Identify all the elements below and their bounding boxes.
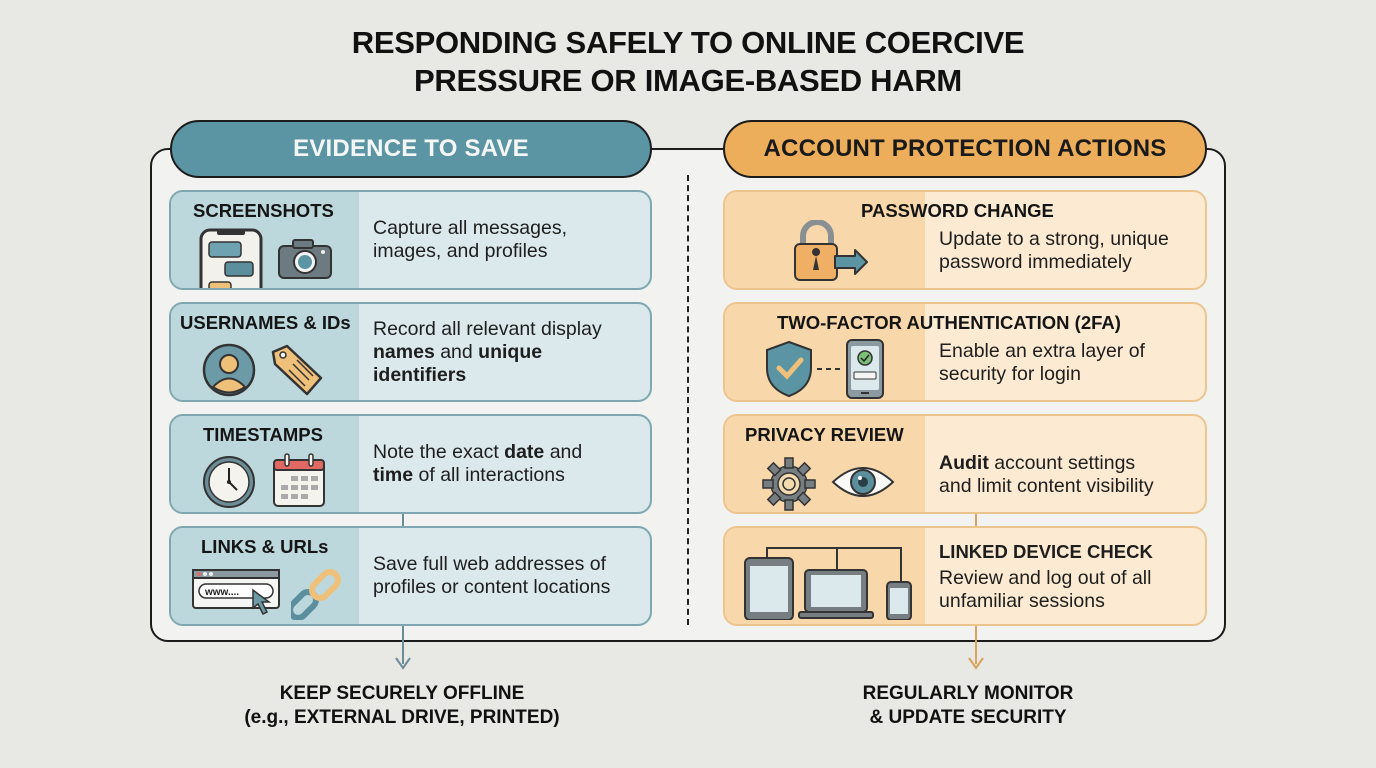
- icon-panel: SCREENSHOTS: [171, 192, 359, 288]
- card-privacy-review: PRIVACY REVIEW Audit account settings an…: [723, 414, 1207, 514]
- column-divider: [687, 175, 689, 625]
- card-text-line: Update to a strong, unique: [939, 228, 1169, 250]
- icon-panel: [725, 528, 925, 624]
- text-span: and: [434, 340, 479, 363]
- card-text-line: Audit account settings: [939, 452, 1205, 475]
- card-text-line: time of all interactions: [373, 464, 650, 487]
- page-title: RESPONDING SAFELY TO ONLINE COERCIVE PRE…: [0, 24, 1376, 100]
- protection-footer: REGULARLY MONITOR & UPDATE SECURITY: [818, 682, 1118, 730]
- card-linked-devices: LINKED DEVICE CHECK Review and log out o…: [723, 526, 1207, 626]
- card-text-line: Save full web addresses of: [373, 553, 607, 575]
- footer-line: (e.g., EXTERNAL DRIVE, PRINTED): [244, 707, 560, 728]
- camera-icon: [278, 239, 332, 279]
- evidence-footer: KEEP SECURELY OFFLINE (e.g., EXTERNAL DR…: [222, 682, 582, 730]
- header-connector: [650, 148, 725, 150]
- icon-panel: TIMESTAMPS: [171, 416, 359, 512]
- card-text-line: Record all relevant display: [373, 317, 602, 340]
- card-text: Enable an extra layer of security for lo…: [925, 304, 1205, 400]
- tag-icon: [271, 344, 323, 396]
- clock-icon: [203, 456, 255, 508]
- connector: [402, 512, 404, 528]
- card-text: Note the exact date and time of all inte…: [359, 416, 650, 512]
- card-text-line: password immediately: [939, 251, 1132, 273]
- card-heading: PASSWORD CHANGE: [861, 200, 1054, 221]
- card-text: Record all relevant display names and un…: [359, 304, 650, 400]
- card-text-line: Enable an extra layer of: [939, 340, 1145, 362]
- card-password-change: PASSWORD CHANGE Update to a strong, uniq…: [723, 190, 1207, 290]
- card-heading: PRIVACY REVIEW: [745, 424, 904, 445]
- card-text-line: Review and log out of all: [939, 566, 1152, 589]
- card-text-line: unfamiliar sessions: [939, 589, 1105, 612]
- connector: [975, 512, 977, 528]
- text-span: Note the exact: [373, 441, 505, 463]
- card-text: Audit account settings and limit content…: [925, 416, 1205, 512]
- calendar-icon: [273, 453, 325, 507]
- icon-panel: USERNAMES & IDs: [171, 304, 359, 400]
- connector: [402, 624, 404, 664]
- eye-icon: [831, 467, 895, 497]
- card-heading: USERNAMES & IDs: [180, 312, 351, 333]
- icon-panel: LINKS & URLs www....: [171, 528, 359, 624]
- title-line-1: RESPONDING SAFELY TO ONLINE COERCIVE: [351, 25, 1025, 60]
- card-heading: TIMESTAMPS: [203, 424, 323, 445]
- evidence-header: EVIDENCE TO SAVE: [170, 120, 652, 178]
- evidence-header-label: EVIDENCE TO SAVE: [293, 135, 529, 162]
- footer-line: KEEP SECURELY OFFLINE: [279, 683, 525, 704]
- devices-icon: [744, 547, 912, 620]
- laptop-icon: [798, 569, 874, 619]
- card-text-line: and limit content visibility: [939, 475, 1154, 497]
- shield-check-icon: [766, 339, 884, 399]
- gear-icon: [762, 457, 816, 511]
- protection-header-label: ACCOUNT PROTECTION ACTIONS: [763, 135, 1167, 162]
- chain-link-icon: [291, 569, 341, 620]
- card-heading: LINKED DEVICE CHECK: [939, 540, 1153, 562]
- bold-text: identifiers: [373, 363, 467, 386]
- card-usernames: USERNAMES & IDs Record all relevant disp…: [169, 302, 652, 402]
- phone-chat-icon: [199, 228, 263, 288]
- tablet-icon: [744, 557, 794, 620]
- card-text-line: images, and profiles: [373, 240, 548, 262]
- bold-text: time: [373, 464, 414, 486]
- card-text: Update to a strong, unique password imme…: [925, 192, 1205, 288]
- bold-text: Audit: [939, 452, 989, 474]
- text-span: of all interactions: [413, 464, 565, 486]
- card-heading: TWO-FACTOR AUTHENTICATION (2FA): [777, 312, 1121, 333]
- title-line-2: PRESSURE OR IMAGE-BASED HARM: [414, 63, 962, 98]
- card-heading: SCREENSHOTS: [193, 200, 334, 221]
- protection-header: ACCOUNT PROTECTION ACTIONS: [723, 120, 1207, 178]
- card-screenshots: SCREENSHOTS Capture all messages, images…: [169, 190, 652, 290]
- icon-panel: PASSWORD CHANGE: [725, 192, 1054, 288]
- footer-line: & UPDATE SECURITY: [869, 707, 1067, 728]
- bold-text: names: [373, 340, 435, 363]
- arrow-down-icon: [968, 657, 984, 670]
- arrow-down-icon: [395, 657, 411, 670]
- card-timestamps: TIMESTAMPS Note the exact date and time …: [169, 414, 652, 514]
- text-span: account settings: [988, 452, 1136, 474]
- text-span: and: [544, 441, 583, 463]
- card-text-line: identifiers: [373, 364, 650, 387]
- card-2fa: TWO-FACTOR AUTHENTICATION (2FA) Enable a…: [723, 302, 1207, 402]
- card-text: Save full web addresses of profiles or c…: [359, 528, 650, 624]
- bold-text: unique: [478, 340, 543, 363]
- card-links: LINKS & URLs www.... Save full web addre…: [169, 526, 652, 626]
- card-text-line: security for login: [939, 363, 1081, 385]
- card-text: LINKED DEVICE CHECK Review and log out o…: [925, 528, 1205, 624]
- card-text: Capture all messages, images, and profil…: [359, 192, 650, 288]
- icon-panel: TWO-FACTOR AUTHENTICATION (2FA): [725, 304, 1121, 400]
- browser-url-icon: www....: [192, 569, 280, 616]
- svg-text:www....: www....: [204, 587, 239, 598]
- smartphone-icon: [886, 581, 912, 620]
- connector: [975, 624, 977, 664]
- card-heading: LINKS & URLs: [201, 536, 329, 557]
- card-text-line: names and unique: [373, 341, 650, 364]
- bold-text: date: [504, 441, 545, 463]
- card-text-line: Note the exact date and: [373, 441, 650, 464]
- padlock-arrow-icon: [794, 220, 868, 281]
- footer-line: REGULARLY MONITOR: [862, 683, 1074, 704]
- card-text-line: Capture all messages,: [373, 217, 568, 239]
- icon-panel: PRIVACY REVIEW: [725, 416, 925, 512]
- card-text-line: profiles or content locations: [373, 576, 611, 598]
- user-avatar-icon: [202, 343, 256, 397]
